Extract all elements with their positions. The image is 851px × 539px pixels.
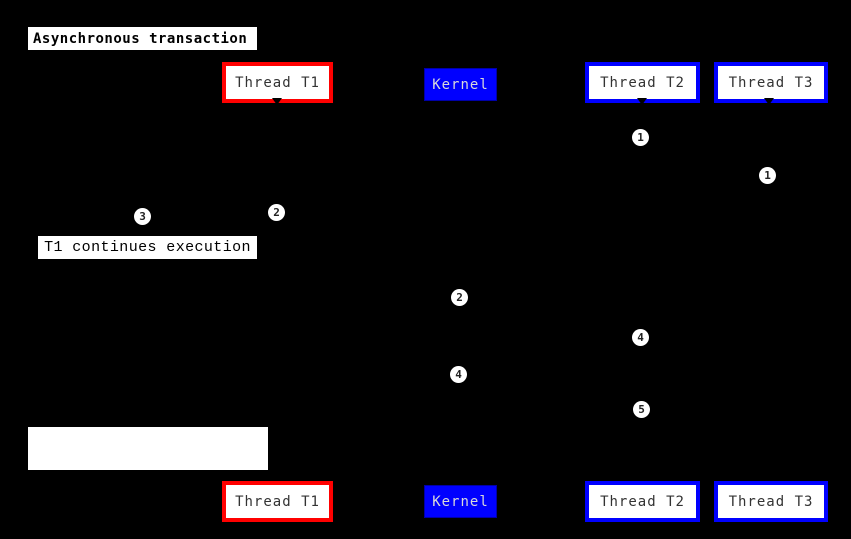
sequence-marker: 5 [633, 401, 650, 418]
actor-top-thread-t2: Thread T2 [585, 62, 700, 103]
actor-label: Thread T1 [235, 74, 320, 91]
sequence-marker: 4 [632, 329, 649, 346]
sequence-marker: 4 [450, 366, 467, 383]
actor-bottom-thread-t1: Thread T1 [222, 481, 333, 522]
actor-bottom-thread-t2: Thread T2 [585, 481, 700, 522]
actor-label: Thread T3 [728, 74, 814, 91]
actor-top-thread-t3: Thread T3 [714, 62, 828, 103]
sequence-marker: 3 [134, 208, 151, 225]
lifeline-arrowhead-icon [272, 98, 282, 105]
lifeline-arrowhead-icon [272, 475, 282, 482]
actor-label: Thread T2 [600, 493, 685, 510]
lifeline-arrowhead-icon [637, 98, 647, 105]
actor-label: Thread T1 [235, 493, 320, 510]
note-empty [28, 427, 268, 470]
sequence-marker: 2 [268, 204, 285, 221]
sequence-marker: 1 [759, 167, 776, 184]
actor-bottom-kernel: Kernel [424, 485, 497, 518]
actor-top-thread-t1: Thread T1 [222, 62, 333, 103]
actor-label: Thread T3 [728, 493, 814, 510]
actor-label: Kernel [432, 76, 489, 93]
lifeline-arrowhead-icon [637, 475, 647, 482]
diagram-title: Asynchronous transaction [28, 27, 257, 50]
actor-label: Thread T2 [600, 74, 685, 91]
actor-label: Kernel [432, 493, 489, 510]
sequence-marker: 1 [632, 129, 649, 146]
note-t1-continues-execution: T1 continues execution [38, 236, 257, 259]
actor-bottom-thread-t3: Thread T3 [714, 481, 828, 522]
lifeline-arrowhead-icon [764, 98, 774, 105]
lifeline-arrowhead-icon [764, 475, 774, 482]
actor-top-kernel: Kernel [424, 68, 497, 101]
sequence-marker: 2 [451, 289, 468, 306]
